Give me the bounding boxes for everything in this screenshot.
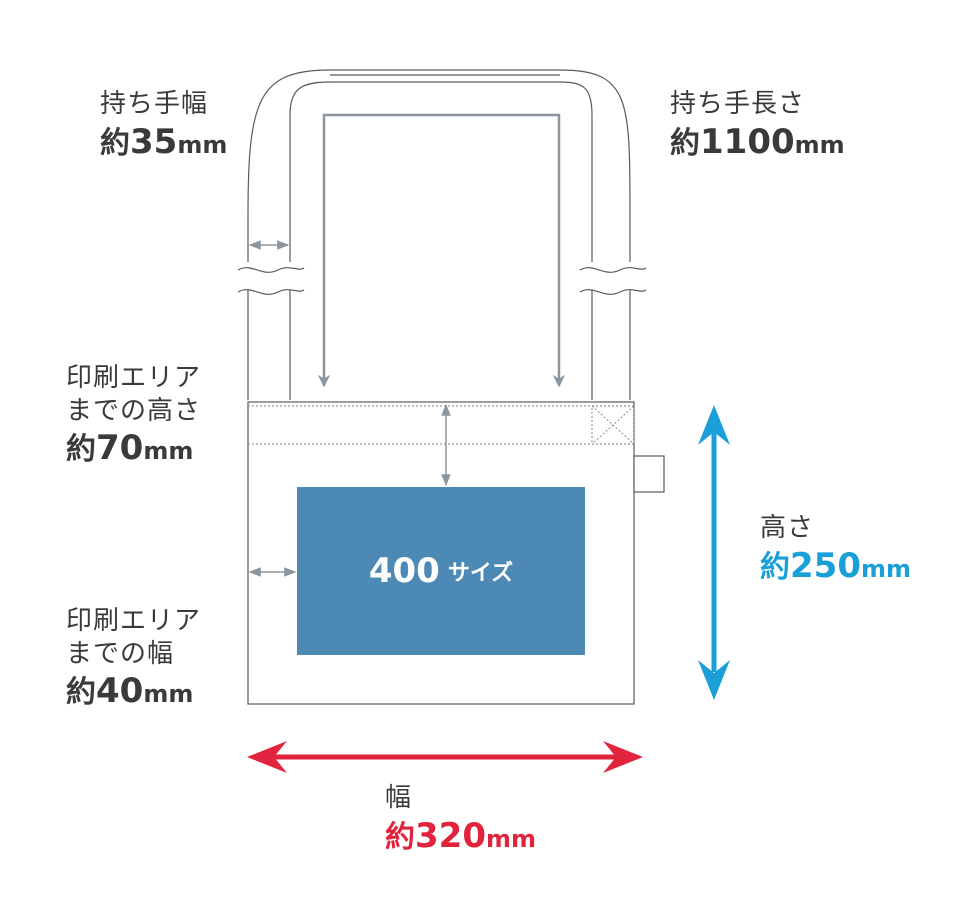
print-side-unit: mm [143, 680, 194, 708]
print-top-unit: mm [143, 437, 194, 465]
width-number: 320 [415, 815, 486, 856]
height-number: 250 [790, 545, 861, 586]
print-top-line1: 印刷エリア [66, 363, 202, 393]
width-prefix: 約 [385, 819, 415, 855]
handle-width-title: 持ち手幅 [100, 89, 209, 119]
width-value: 約320mm [385, 815, 536, 858]
handle-width-number: 35 [130, 121, 178, 162]
handle-length-indicator [317, 113, 566, 388]
handle-width-unit: mm [177, 130, 228, 159]
print-side-line2: までの幅 [66, 638, 175, 669]
handle-length-unit: mm [794, 130, 845, 159]
print-area-size: 400 [368, 551, 440, 591]
print-side-number: 40 [96, 671, 144, 711]
height-label: 高さ 約250mm [760, 512, 911, 587]
handle-width-label: 持ち手幅 約35mm [100, 88, 227, 163]
height-prefix: 約 [760, 549, 790, 585]
print-top-label: 印刷エリア までの高さ 約70mm [66, 362, 201, 470]
break-marks [237, 267, 647, 295]
print-top-line2: までの高さ [66, 395, 202, 426]
bag-handles [247, 69, 631, 400]
print-area: 400 サイズ [297, 487, 585, 655]
handle-width-prefix: 約 [100, 125, 130, 161]
print-side-label: 印刷エリア までの幅 約40mm [66, 605, 201, 713]
print-top-value: 約70mm [66, 427, 201, 470]
print-top-prefix: 約 [66, 432, 96, 467]
height-title: 高さ [760, 513, 815, 543]
width-unit: mm [485, 824, 536, 853]
print-side-prefix: 約 [66, 675, 96, 710]
handle-length-title: 持ち手長さ [670, 89, 806, 119]
width-title: 幅 [385, 783, 413, 813]
horizontal-double-arrow-icon [247, 741, 643, 773]
height-value: 約250mm [760, 545, 911, 588]
handle-length-number: 1100 [700, 121, 795, 162]
print-side-line1: 印刷エリア [66, 606, 202, 636]
handle-length-label: 持ち手長さ 約1100mm [670, 88, 845, 163]
handle-width-value: 約35mm [100, 121, 227, 164]
print-area-suffix: サイズ [447, 561, 514, 586]
height-unit: mm [860, 554, 911, 583]
handle-length-value: 約1100mm [670, 121, 845, 164]
width-label: 幅 約320mm [385, 782, 536, 857]
print-side-value: 約40mm [66, 670, 201, 713]
vertical-double-arrow-icon [698, 405, 730, 700]
cross-box-icon [591, 405, 635, 445]
handle-length-prefix: 約 [670, 125, 700, 161]
bag-body [247, 401, 665, 705]
print-top-number: 70 [96, 428, 144, 468]
